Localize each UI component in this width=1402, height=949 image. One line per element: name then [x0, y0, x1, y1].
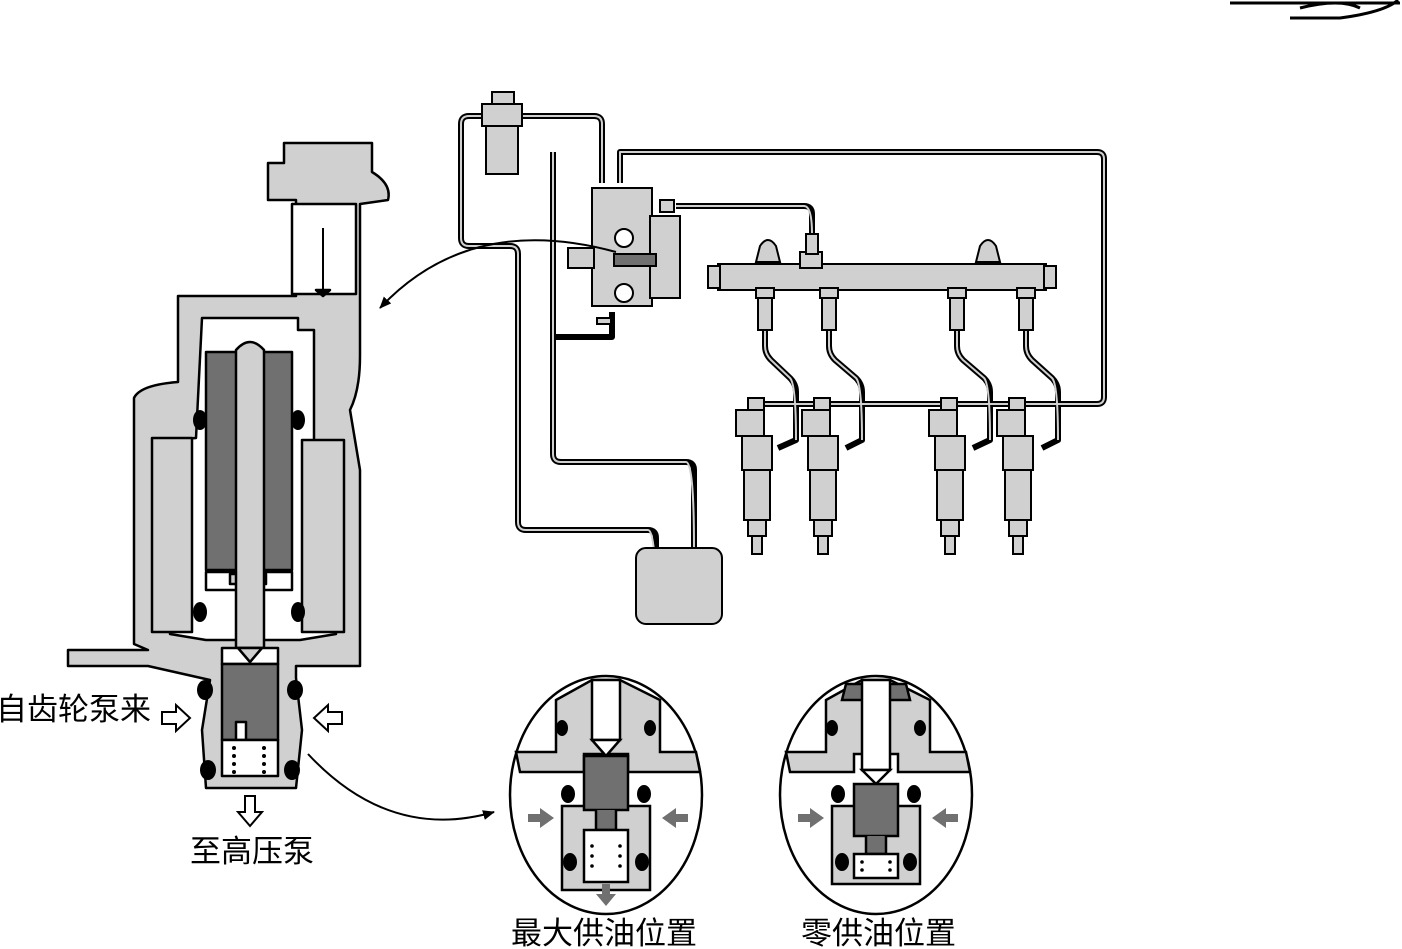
injectors [735, 397, 1034, 555]
fuel-lines [458, 113, 1107, 614]
curve-arrow-to-detail [307, 753, 495, 821]
label-from-gear-pump: 自齿轮泵来 [0, 692, 151, 728]
fuel-filter [481, 91, 523, 175]
fuel-system-schematic [458, 91, 1107, 625]
common-rail [707, 233, 1057, 331]
valve-piston [220, 662, 280, 742]
inlet-arrow-left-icon [161, 702, 192, 734]
fuel-tank [635, 547, 723, 625]
detail-max-supply [508, 674, 704, 916]
label-zero-supply-position: 零供油位置 [801, 916, 956, 949]
outlet-arrow-down-icon [235, 795, 265, 828]
valve-plunger [234, 340, 266, 650]
high-pressure-pump [567, 187, 681, 325]
corner-logo-icon [1230, 0, 1400, 20]
detail-zero-supply [778, 674, 974, 916]
label-max-supply-position: 最大供油位置 [511, 916, 697, 949]
metering-valve-section [66, 141, 390, 790]
o-ring-seals [193, 410, 305, 780]
curve-arrow-to-section [379, 239, 617, 309]
label-to-high-pressure-pump: 至高压泵 [190, 834, 314, 870]
inlet-arrow-right-icon [312, 702, 343, 734]
